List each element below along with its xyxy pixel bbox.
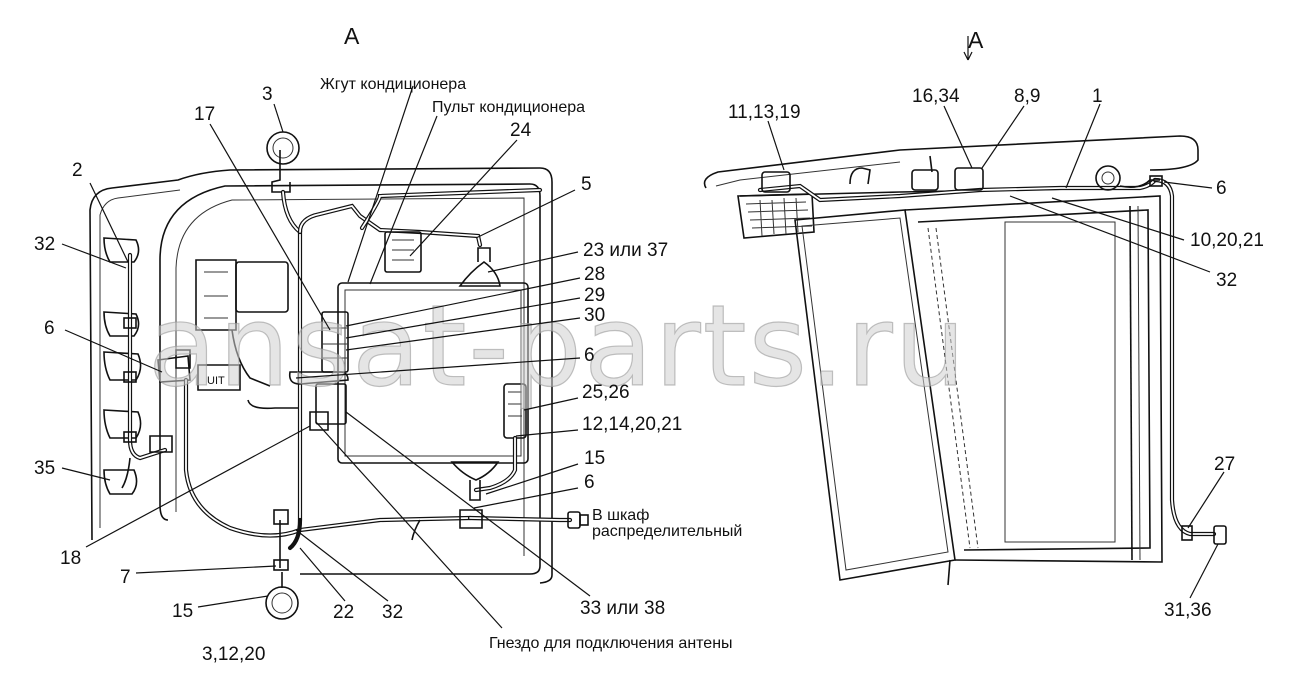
callout-6-right: 6 xyxy=(1216,178,1227,199)
callout-6-left: 6 xyxy=(44,318,55,339)
caption-panel: Пульт кондиционера xyxy=(432,99,585,116)
leader-lines-left xyxy=(61,85,591,629)
callout-10-20-21: 10,20,21 xyxy=(1190,230,1264,251)
callout-28: 28 xyxy=(584,264,605,285)
callout-3-12-20: 3,12,20 xyxy=(202,644,265,665)
callout-29: 29 xyxy=(584,285,605,306)
watermark: ansat-parts.ru xyxy=(148,282,968,412)
callout-15-bottom: 15 xyxy=(172,601,193,622)
right-view-drawing xyxy=(703,135,1227,586)
callout-18: 18 xyxy=(60,548,81,569)
callout-30: 30 xyxy=(584,305,605,326)
callout-2: 2 xyxy=(72,160,83,181)
left-view-drawing: UIT xyxy=(89,131,589,620)
callout-15-right: 15 xyxy=(584,448,605,469)
callout-1: 1 xyxy=(1092,86,1103,107)
caption-harness: Жгут кондиционера xyxy=(320,76,466,93)
callout-3-top: 3 xyxy=(262,84,273,105)
callout-6-lower: 6 xyxy=(584,472,595,493)
caption-cabinet-line2: распределительный xyxy=(592,523,742,540)
callout-32-right: 32 xyxy=(1216,270,1237,291)
callout-16-34: 16,34 xyxy=(912,86,960,107)
caption-cabinet-line1: В шкаф xyxy=(592,507,649,524)
callout-27: 27 xyxy=(1214,454,1235,475)
callout-5: 5 xyxy=(581,174,592,195)
callout-6-center: 6 xyxy=(584,345,595,366)
callout-22: 22 xyxy=(333,602,354,623)
callout-8-9: 8,9 xyxy=(1014,86,1040,107)
callout-24: 24 xyxy=(510,120,532,141)
callout-12-14-20-21: 12,14,20,21 xyxy=(582,414,682,435)
caption-antenna: Гнездо для подключения антены xyxy=(489,635,733,652)
callout-17: 17 xyxy=(194,104,215,125)
callout-11-13-19: 11,13,19 xyxy=(728,102,801,123)
leader-lines-right xyxy=(767,36,1225,599)
right-view-title: А xyxy=(968,27,984,53)
left-view-title: А xyxy=(344,23,360,49)
svg-text:UIT: UIT xyxy=(207,375,225,387)
callout-32-bottom: 32 xyxy=(382,602,403,623)
callout-32-left: 32 xyxy=(34,234,55,255)
callout-25-26: 25,26 xyxy=(582,382,630,403)
callout-31-36: 31,36 xyxy=(1164,600,1212,621)
callout-33-38: 33 или 38 xyxy=(580,598,665,619)
callout-7: 7 xyxy=(120,567,131,588)
callout-35: 35 xyxy=(34,458,55,479)
callout-23-37: 23 или 37 xyxy=(583,240,668,261)
